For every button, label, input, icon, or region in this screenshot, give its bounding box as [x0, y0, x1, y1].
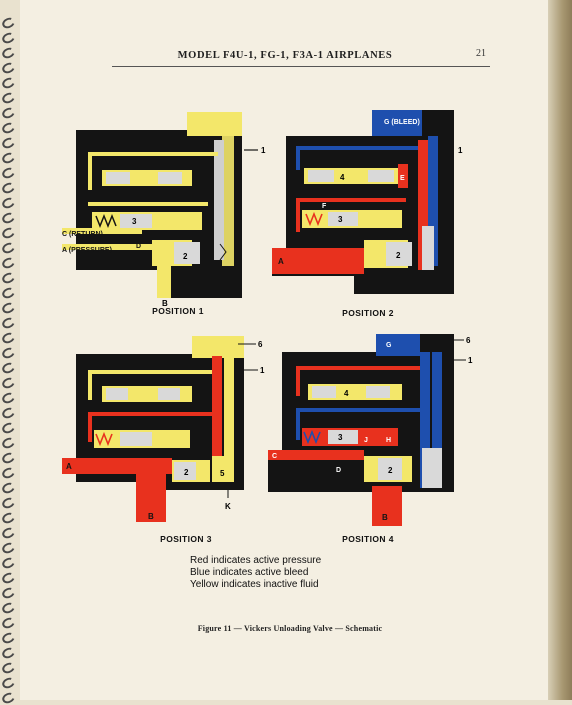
caption-position-3: POSITION 3: [160, 534, 212, 544]
callout-d: D: [136, 243, 141, 250]
caption-position-4: POSITION 4: [342, 534, 394, 544]
callout-5: 5: [220, 469, 225, 478]
binder-ring: [0, 105, 17, 121]
callout-c: C: [272, 453, 277, 460]
callout-3: 3: [338, 433, 343, 442]
binder-ring: [0, 615, 17, 631]
binder-ring: [0, 555, 17, 571]
binder-ring: [0, 405, 17, 421]
callout-b: B: [382, 513, 388, 522]
binder-rings: [0, 0, 20, 705]
schematic-position-2: G (BLEED) 1 4 E F 3 2 A: [272, 110, 463, 294]
callout-6: 6: [258, 340, 263, 349]
binder-ring: [0, 420, 17, 436]
binder-ring: [0, 165, 17, 181]
callout-e: E: [400, 175, 405, 182]
binder-ring: [0, 285, 17, 301]
binder-ring: [0, 435, 17, 451]
binder-ring: [0, 480, 17, 496]
binder-ring: [0, 345, 17, 361]
schematic-position-1: 1 E 3 D 2 C (RETURN) A (PRESSURE) B: [62, 112, 266, 308]
binder-ring: [0, 240, 17, 256]
binder-ring: [0, 690, 17, 705]
binder-ring: [0, 15, 17, 31]
binder-ring: [0, 210, 17, 226]
callout-1: 1: [468, 356, 473, 365]
binder-ring: [0, 30, 17, 46]
binder-ring: [0, 540, 17, 556]
binder-ring: [0, 120, 17, 136]
legend-pressure: Red indicates active pressure: [190, 555, 322, 566]
caption-position-1: POSITION 1: [152, 306, 204, 316]
callout-a: A: [278, 257, 284, 266]
callout-d: D: [336, 467, 341, 474]
legend-inactive: Yellow indicates inactive fluid: [190, 579, 319, 590]
binder-ring: [0, 375, 17, 391]
binder-ring: [0, 195, 17, 211]
legend-bleed: Blue indicates active bleed: [190, 567, 309, 578]
figure-caption: Figure 11 — Vickers Unloading Valve — Sc…: [197, 624, 383, 633]
binder-ring: [0, 360, 17, 376]
binder-ring: [0, 270, 17, 286]
binder-ring: [0, 600, 17, 616]
binder-ring: [0, 45, 17, 61]
callout-f: F: [322, 203, 327, 210]
callout-j: J: [364, 437, 368, 444]
callout-4: 4: [340, 173, 345, 182]
binder-ring: [0, 300, 17, 316]
schematic-position-4: G 6 1 4 3 J H C D 2 B: [268, 334, 473, 526]
callout-2: 2: [183, 252, 188, 261]
callout-1: 1: [458, 146, 463, 155]
page-number: 21: [476, 48, 486, 59]
callout-b: B: [162, 299, 168, 308]
callout-1: 1: [260, 366, 265, 375]
binder-ring: [0, 630, 17, 646]
binder-ring: [0, 255, 17, 271]
binder-ring: [0, 225, 17, 241]
callout-h: H: [386, 437, 391, 444]
binder-ring: [0, 390, 17, 406]
binder-ring: [0, 585, 17, 601]
binder-ring: [0, 675, 17, 691]
callout-2: 2: [184, 468, 189, 477]
port-a-pressure: A (PRESSURE): [62, 247, 112, 254]
schematic-position-3: 6 1 2 5 K A B: [62, 336, 265, 522]
callout-b: B: [148, 512, 154, 521]
callout-k: K: [225, 502, 231, 511]
caption-position-2: POSITION 2: [342, 308, 394, 318]
document-page: [20, 0, 548, 700]
callout-a: A: [66, 462, 72, 471]
binder-ring: [0, 75, 17, 91]
callout-g-bleed: G (BLEED): [384, 119, 420, 126]
callout-4: 4: [344, 389, 349, 398]
binder-ring: [0, 135, 17, 151]
callout-3: 3: [132, 217, 137, 226]
binder-ring: [0, 315, 17, 331]
binder-ring: [0, 450, 17, 466]
callout-2: 2: [388, 466, 393, 475]
binder-ring: [0, 465, 17, 481]
page-edge: [548, 0, 572, 700]
binder-ring: [0, 90, 17, 106]
callout-6: 6: [466, 336, 471, 345]
page-header-title: MODEL F4U-1, FG-1, F3A-1 AIRPLANES: [177, 50, 393, 61]
binder-ring: [0, 645, 17, 661]
callout-3: 3: [338, 215, 343, 224]
color-legend: Red indicates active pressure Blue indic…: [190, 555, 410, 591]
callout-e: E: [202, 171, 207, 178]
binder-ring: [0, 150, 17, 166]
callout-1: 1: [261, 146, 266, 155]
binder-ring: [0, 660, 17, 676]
binder-ring: [0, 510, 17, 526]
binder-ring: [0, 570, 17, 586]
binder-ring: [0, 330, 17, 346]
header-rule: [112, 66, 490, 67]
port-c-return: C (RETURN): [62, 231, 103, 238]
callout-g: G: [386, 342, 392, 349]
binder-ring: [0, 525, 17, 541]
callout-2: 2: [396, 251, 401, 260]
binder-ring: [0, 60, 17, 76]
binder-ring: [0, 180, 17, 196]
binder-ring: [0, 495, 17, 511]
